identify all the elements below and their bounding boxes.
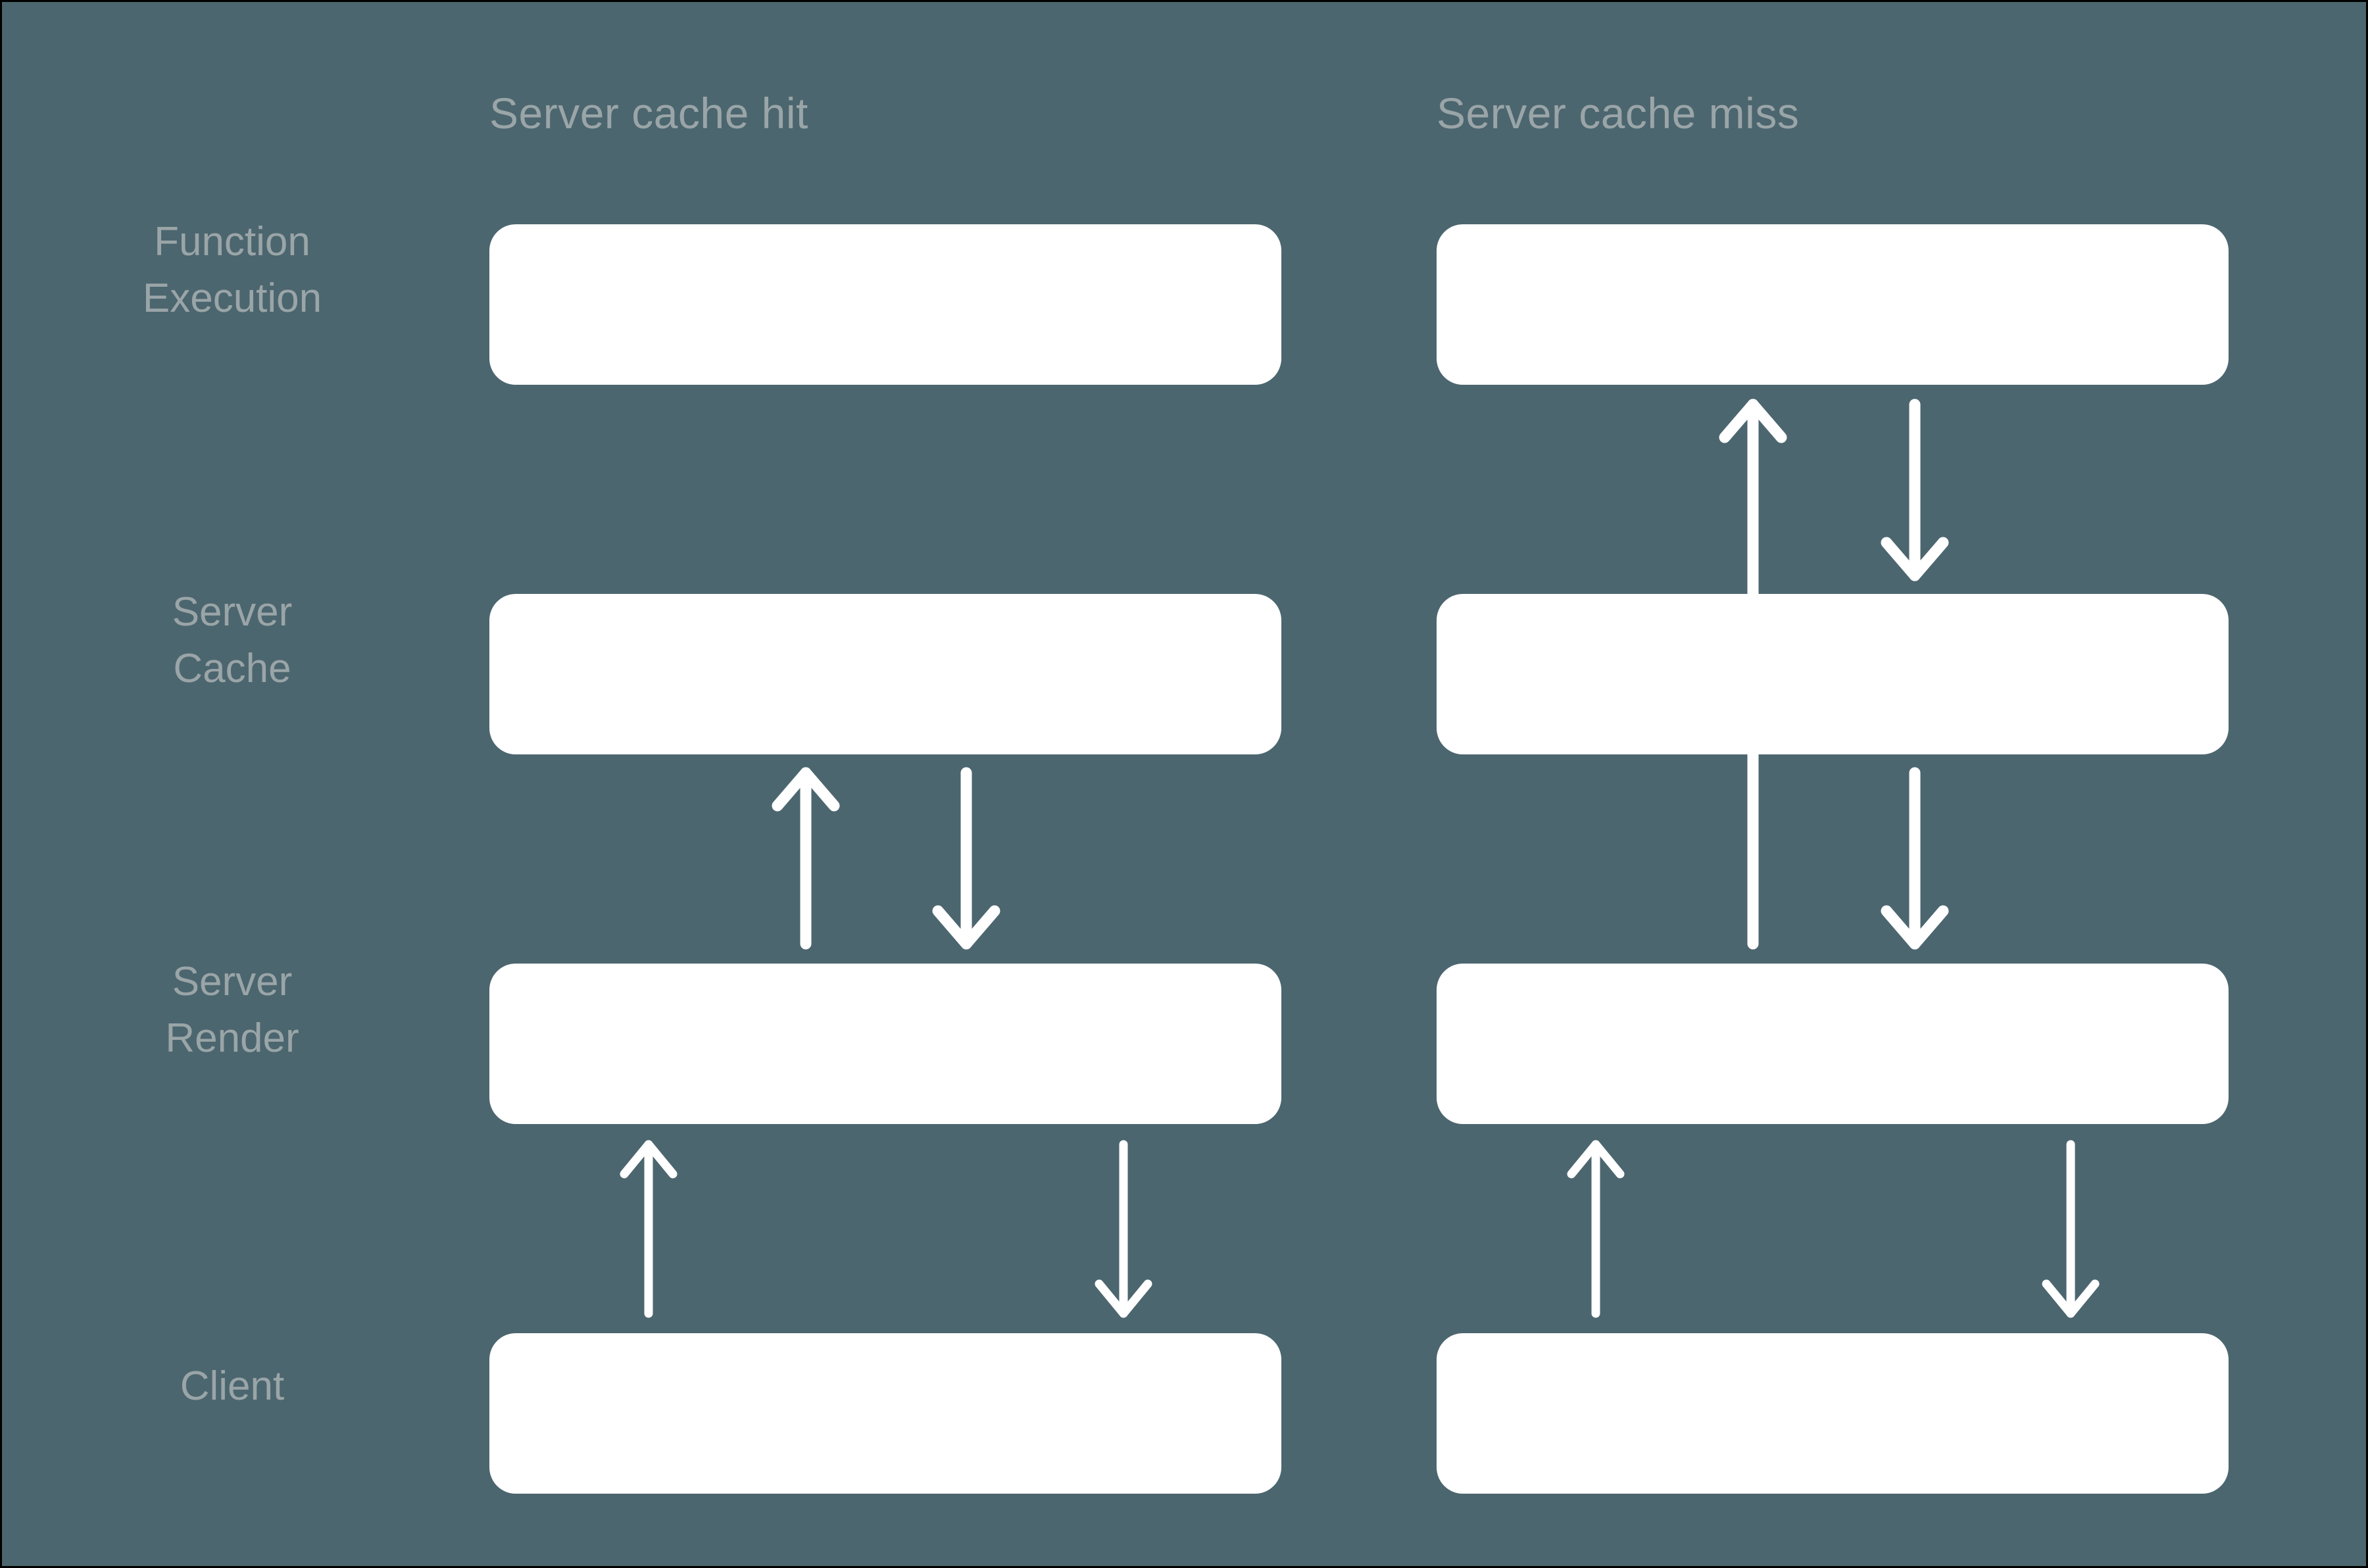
- arrow-hit-render-to-cache: [772, 767, 840, 950]
- row-label-client: Client: [180, 1363, 285, 1409]
- column-header-server-cache-hit: Server cache hit: [489, 89, 808, 137]
- arrow-miss-render-to-client: [2042, 1140, 2100, 1318]
- node-hit-function-execution[interactable]: [489, 224, 1281, 385]
- arrow-hit-client-to-render: [620, 1140, 678, 1318]
- arrow-miss-render-to-function-execution: [1719, 399, 1787, 950]
- row-label-server-render: Server Render: [165, 959, 299, 1061]
- arrow-hit-render-to-client: [1095, 1140, 1152, 1318]
- node-miss-server-render[interactable]: [1437, 964, 2229, 1124]
- arrow-miss-function-execution-to-cache: [1881, 399, 1949, 581]
- node-miss-server-cache[interactable]: [1437, 594, 2229, 754]
- arrow-miss-cache-to-render: [1881, 767, 1949, 950]
- node-miss-client[interactable]: [1437, 1333, 2229, 1494]
- arrow-hit-cache-to-render: [932, 767, 1000, 950]
- node-miss-function-execution[interactable]: [1437, 224, 2229, 385]
- row-label-function-execution: Function Execution: [142, 219, 322, 321]
- column-header-server-cache-miss: Server cache miss: [1437, 89, 1800, 137]
- row-label-server-cache: Server Cache: [172, 589, 293, 691]
- arrow-miss-client-to-render: [1567, 1140, 1625, 1318]
- node-hit-server-render[interactable]: [489, 964, 1281, 1124]
- node-hit-server-cache[interactable]: [489, 594, 1281, 754]
- node-hit-client[interactable]: [489, 1333, 1281, 1494]
